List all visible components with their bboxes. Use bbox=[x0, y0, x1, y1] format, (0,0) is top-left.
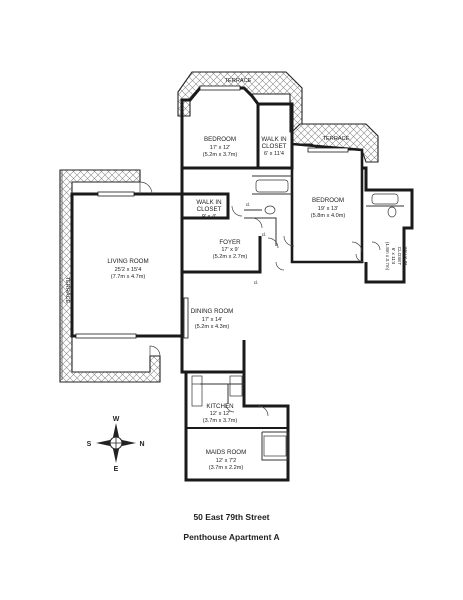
unit-caption: Penthouse Apartment A bbox=[183, 532, 280, 542]
svg-text:12' x 12': 12' x 12' bbox=[210, 411, 231, 417]
svg-text:(5.2m x 2.7m): (5.2m x 2.7m) bbox=[213, 254, 248, 260]
room-label-dining-room: DINING ROOM 17' x 14' (5.2m x 4.3m) bbox=[191, 308, 234, 330]
terrace-label-left: TERRACE bbox=[64, 277, 70, 304]
svg-text:CLOSET: CLOSET bbox=[197, 206, 222, 213]
svg-text:CLOSET: CLOSET bbox=[397, 247, 402, 266]
svg-text:WALK IN: WALK IN bbox=[261, 136, 286, 143]
svg-text:KITCHEN: KITCHEN bbox=[206, 403, 233, 410]
doors bbox=[139, 181, 381, 417]
svg-text:(5.2m x 3.7m): (5.2m x 3.7m) bbox=[203, 152, 238, 158]
terrace-label-right: TERRACE bbox=[323, 136, 350, 142]
windows bbox=[75, 85, 349, 339]
terrace-label-top: TERRACE bbox=[225, 78, 252, 84]
svg-text:9' x 4': 9' x 4' bbox=[202, 214, 216, 220]
compass-icon: W E S N bbox=[87, 416, 145, 473]
svg-text:CLOSET: CLOSET bbox=[262, 143, 287, 150]
svg-text:(1.8m x 3.7m): (1.8m x 3.7m) bbox=[385, 242, 390, 271]
room-label-bedroom1: BEDROOM 17' x 12' (5.2m x 3.7m) bbox=[203, 136, 238, 158]
svg-text:(7.7m x 4.7m): (7.7m x 4.7m) bbox=[111, 274, 146, 280]
room-label-foyer: FOYER 17' x 9' (5.2m x 2.7m) bbox=[213, 239, 248, 260]
svg-text:6' x 11'4: 6' x 11'4 bbox=[264, 151, 284, 157]
room-label-kitchen: KITCHEN 12' x 12' (3.7m x 3.7m) bbox=[203, 403, 238, 424]
terrace-right bbox=[291, 123, 379, 163]
svg-text:BEDROOM: BEDROOM bbox=[204, 136, 236, 143]
room-label-walk-in-closet-top: WALK IN CLOSET 6' x 11'4 bbox=[261, 136, 286, 157]
svg-text:WALK IN: WALK IN bbox=[403, 247, 408, 266]
address-caption: 50 East 79th Street bbox=[193, 512, 270, 522]
walls bbox=[70, 86, 414, 482]
svg-text:(3.7m x 2.2m): (3.7m x 2.2m) bbox=[209, 465, 244, 471]
partitions bbox=[200, 175, 404, 461]
svg-text:BEDROOM: BEDROOM bbox=[312, 197, 344, 204]
room-label-walk-in-closet-mid: WALK IN CLOSET 9' x 4' bbox=[196, 199, 221, 220]
svg-text:(5.8m x 4.0m): (5.8m x 4.0m) bbox=[311, 213, 346, 219]
room-label-maids-room: MAIDS ROOM 12' x 7'2 (3.7m x 2.2m) bbox=[206, 449, 247, 471]
bathroom-fixtures bbox=[255, 179, 399, 457]
svg-text:6' x 11'4: 6' x 11'4 bbox=[391, 248, 396, 265]
room-label-bedroom2: BEDROOM 19' x 13' (5.8m x 4.0m) bbox=[311, 197, 346, 219]
svg-text:WALK IN: WALK IN bbox=[196, 199, 221, 206]
room-label-living-room: LIVING ROOM 25'2 x 15'4 (7.7m x 4.7m) bbox=[107, 258, 148, 280]
kitchen-fixtures bbox=[191, 375, 243, 407]
svg-text:LIVING ROOM: LIVING ROOM bbox=[107, 258, 148, 265]
svg-text:17' x 14': 17' x 14' bbox=[202, 317, 223, 323]
svg-text:(5.2m x 4.3m): (5.2m x 4.3m) bbox=[195, 324, 230, 330]
compass-right: N bbox=[139, 441, 144, 448]
closet-label-3: cl. bbox=[254, 280, 259, 285]
compass-bottom: E bbox=[114, 466, 119, 473]
svg-text:FOYER: FOYER bbox=[219, 239, 241, 246]
svg-text:17' x 9': 17' x 9' bbox=[221, 247, 238, 253]
svg-text:25'2 x 15'4: 25'2 x 15'4 bbox=[115, 267, 142, 273]
terrace-left bbox=[59, 169, 161, 383]
svg-text:MAIDS ROOM: MAIDS ROOM bbox=[206, 449, 247, 456]
room-label-walk-in-closet-right: WALK IN CLOSET 6' x 11'4 (1.8m x 3.7m) bbox=[385, 242, 408, 271]
svg-text:17' x 12': 17' x 12' bbox=[210, 145, 231, 151]
compass-left: S bbox=[87, 441, 92, 448]
svg-text:19' x 13': 19' x 13' bbox=[318, 206, 339, 212]
svg-text:DINING ROOM: DINING ROOM bbox=[191, 308, 234, 315]
svg-text:(3.7m x 3.7m): (3.7m x 3.7m) bbox=[203, 418, 238, 424]
compass-top: W bbox=[113, 416, 120, 423]
svg-text:12' x 7'2: 12' x 7'2 bbox=[216, 458, 237, 464]
closet-label-2: cl. bbox=[262, 232, 267, 237]
closet-label-1: cl. bbox=[246, 202, 251, 207]
